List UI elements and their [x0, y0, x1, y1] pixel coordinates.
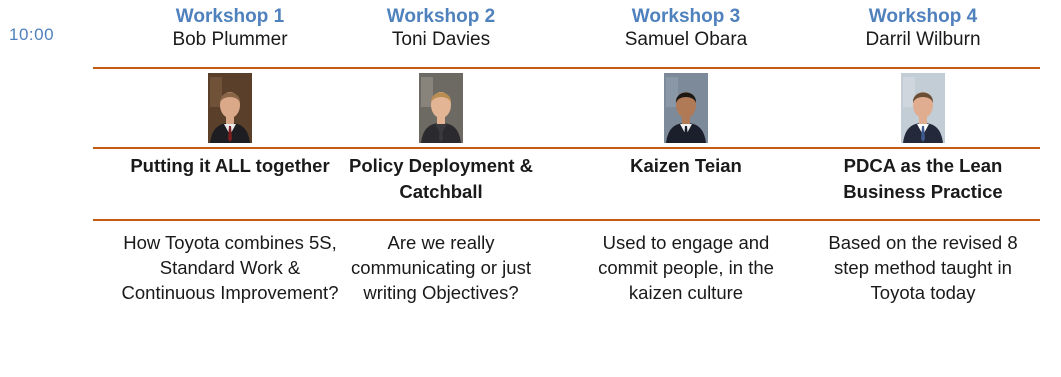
session-title: Policy Deployment & Catchball	[348, 155, 533, 202]
presenter-name: Bob Plummer	[172, 29, 288, 50]
presenter-photo	[208, 73, 252, 143]
presenter-name: Darril Wilburn	[865, 29, 981, 50]
divider-top	[93, 67, 1040, 69]
time-label: 10:00	[9, 25, 55, 44]
workshop-label: Workshop 3	[631, 6, 741, 27]
session-description: How Toyota combines 5S, Standard Work & …	[121, 232, 339, 303]
session-title: Putting it ALL together	[130, 155, 330, 176]
presenter-photo	[901, 73, 945, 143]
session-description: Used to engage and commit people, in the…	[598, 232, 774, 303]
workshop-label: Workshop 4	[868, 6, 978, 27]
presenter-name: Toni Davies	[391, 29, 491, 50]
presenter-name: Samuel Obara	[624, 29, 748, 50]
session-title: Kaizen Teian	[630, 155, 742, 176]
session-title: PDCA as the Lean Business Practice	[843, 155, 1003, 202]
workshop-label: Workshop 2	[386, 6, 496, 27]
session-description: Are we really communicating or just writ…	[351, 232, 531, 303]
presenter-photo	[664, 73, 708, 143]
divider-middle	[93, 147, 1040, 149]
workshop-label: Workshop 1	[175, 6, 285, 27]
presenter-photo	[419, 73, 463, 143]
divider-bottom	[93, 219, 1040, 221]
session-description: Based on the revised 8 step method taugh…	[828, 232, 1018, 303]
